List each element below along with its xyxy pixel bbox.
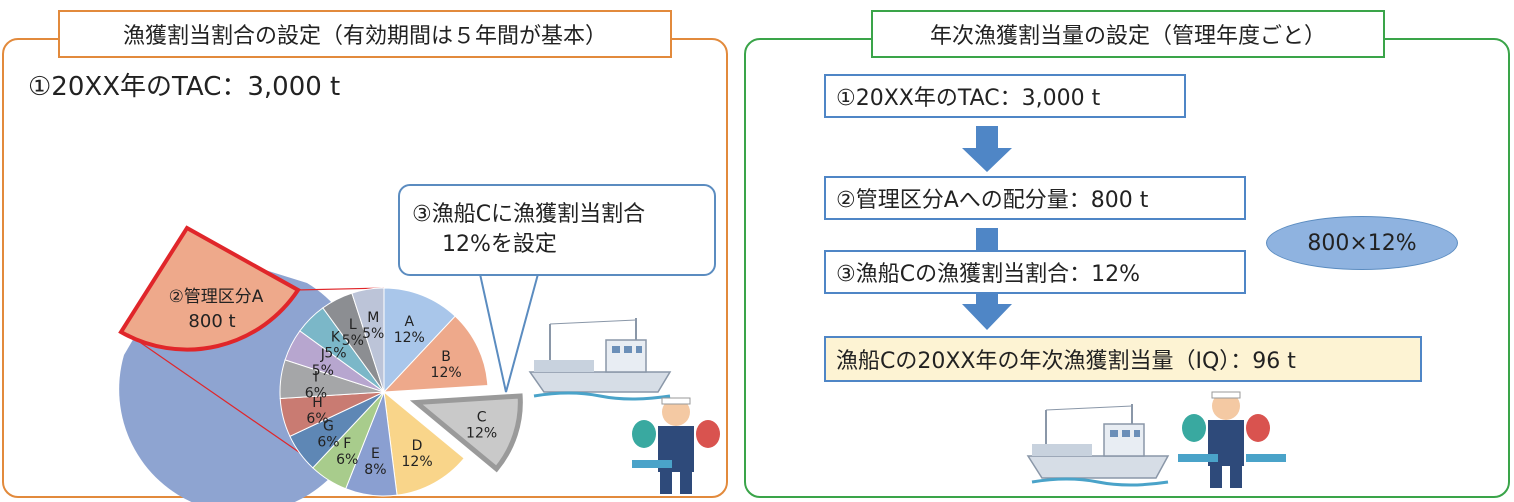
pie-pct-c: 12% (466, 426, 497, 442)
pie-label-f: F (343, 436, 351, 452)
result-box: 漁船Cの20XX年の年次漁獲割当量（IQ）：96 t (824, 336, 1422, 382)
big-pie-slice-a (118, 225, 301, 352)
fishing-boat-icon (1026, 404, 1170, 487)
pie-label-m: M (367, 310, 379, 326)
pie-pct-g: 6% (317, 434, 339, 450)
pie-label-j: J (320, 347, 325, 363)
pie-label-h: H (312, 395, 323, 411)
fisherman-icon (632, 397, 720, 494)
pie-pct-i: 6% (305, 385, 327, 401)
pie-segment-d (383, 390, 465, 496)
fisherman-icon (1178, 391, 1286, 488)
left-panel-title: 漁獲割当割合の設定（有効期間は５年間が基本） (58, 10, 672, 58)
callout-line2: 12%を設定 (442, 232, 557, 257)
pie-pct-h: 6% (306, 411, 328, 427)
slice-a-label-line2: 800 t (188, 311, 235, 332)
pie-segment-m (351, 287, 385, 393)
small-pie: A12%B12%C12%D12%E8%F6%G6%H6%I6%J5%K5%L5%… (279, 287, 523, 497)
pie-label-e: E (371, 446, 380, 462)
pie-pct-b: 12% (431, 365, 462, 381)
pie-pct-j: 5% (312, 363, 334, 379)
calc-ellipse: 800×12% (1266, 216, 1458, 270)
callout-tail (479, 273, 539, 393)
callout-line1: ③漁船Cに漁獲割当割合 (412, 202, 646, 227)
pie-pct-f: 6% (336, 452, 358, 468)
left-tac-label: ①20XX年のTAC：3,000 t (28, 72, 341, 102)
right-panel-title: 年次漁獲割当量の設定（管理年度ごと） (871, 10, 1385, 58)
pie-pct-e: 8% (364, 462, 386, 478)
down-arrow-1 (962, 126, 1012, 172)
step3-box: ③漁船Cの漁獲割当割合：12% (824, 250, 1246, 294)
pie-label-k: K (331, 329, 341, 345)
pie-label-i: I (314, 369, 318, 385)
connector-line-bottom (127, 333, 323, 469)
pie-label-g: G (323, 418, 334, 434)
pie-pct-k: 5% (324, 345, 346, 361)
pie-label-l: L (349, 317, 357, 333)
connector-line-top (295, 287, 385, 291)
pie-segment-a (383, 287, 456, 394)
step2-box: ②管理区分Aへの配分量：800 t (824, 176, 1246, 220)
pie-pct-d: 12% (402, 454, 433, 470)
fishing-boat-icon (528, 318, 672, 401)
pie-pct-m: 5% (362, 326, 384, 342)
pie-label-c: C (477, 410, 487, 426)
pie-label-b: B (441, 349, 451, 365)
pie-pct-l: 5% (342, 333, 364, 349)
pie-label-a: A (404, 314, 414, 330)
pie-segment-c (409, 393, 523, 473)
pie-pct-a: 12% (394, 330, 425, 346)
step1-box: ①20XX年のTAC：3,000 t (824, 74, 1186, 118)
slice-a-label-line1: ②管理区分A (169, 287, 264, 307)
pie-segment-b (382, 315, 489, 393)
callout-box: ③漁船Cに漁獲割当割合 12%を設定 (398, 184, 716, 276)
pie-label-d: D (412, 438, 423, 454)
